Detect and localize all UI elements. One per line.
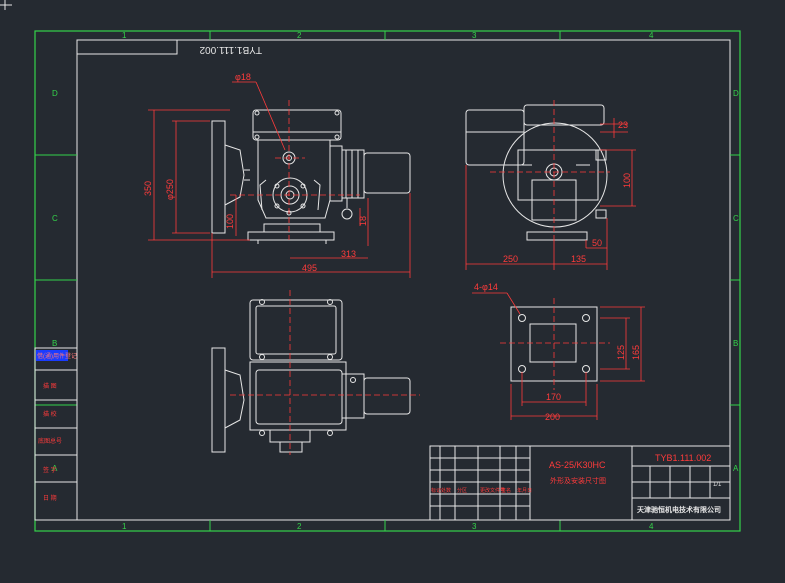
title-row-3: 更改文件号 [480,487,505,494]
mirrored-drawing-number: TYB1.111.002 [199,44,262,55]
col-label-3-bottom: 3 [472,522,477,531]
side-dimensions [465,118,636,270]
dim-width-inner: 313 [341,249,356,259]
col-label-3: 3 [472,31,477,40]
strip-label-4: 签 字 [43,466,57,474]
dim-side-width-right: 135 [571,254,586,264]
title-row-4: 签名 [501,487,511,494]
cursor-icon [0,0,12,10]
grid-columns [35,31,740,531]
col-label-1-bottom: 1 [122,522,127,531]
model-number: AS-25/K30HC [549,460,606,470]
mirrored-number-box [76,39,178,55]
title-row-1: 处数 [441,487,451,494]
top-centerlines [230,290,420,455]
col-label-4: 4 [649,31,654,40]
dim-base-holes: 4-φ14 [474,282,498,292]
strip-label-1: 描 图 [43,382,57,390]
row-label-d-right: D [733,89,739,98]
strip-label-2: 描 校 [43,410,57,418]
dim-side-bottom: 50 [592,238,602,248]
dim-base-inner-w: 170 [546,392,561,402]
row-label-c-right: C [733,214,739,223]
outer-frame [34,30,741,532]
strip-label-3: 底图总号 [38,437,62,445]
left-strip-table [34,347,78,521]
strip-highlight [36,350,68,361]
strip-label-5: 日 期 [43,494,57,502]
side-view [465,104,608,241]
front-view [211,109,411,244]
dim-side-height: 100 [622,173,632,188]
col-label-2: 2 [297,31,302,40]
row-label-b: B [52,339,57,348]
top-view [211,299,411,453]
base-dim-labels: 4-φ14 170 200 125 165 [474,282,641,422]
strip-label-0: 借(通)用件登记 [37,352,77,360]
drawing-subtitle: 外形及安装尺寸图 [550,476,606,485]
row-label-a: A [52,464,58,473]
dim-width-total: 495 [302,263,317,273]
side-centerlines [490,100,610,242]
front-dim-labels: φ18 350 φ250 100 18 313 495 [143,72,368,273]
title-row-5: 年月日 [517,487,532,494]
side-dim-labels: 23 100 250 135 50 [503,120,632,264]
base-dimensions [472,292,645,420]
col-label-1: 1 [122,31,127,40]
title-block [429,445,731,521]
drawing-number: TYB1.111.002 [655,453,711,463]
dim-base-outer-h: 165 [631,345,641,360]
dim-mid-height: 100 [225,214,235,229]
dim-side: 18 [358,216,368,226]
dim-top-hole: φ18 [235,72,251,82]
company-name: 天津驰恒机电技术有限公司 [637,505,721,514]
front-dimensions [148,81,411,278]
dim-side-top: 23 [618,120,628,130]
dim-base-inner-h: 125 [616,345,626,360]
col-label-2-bottom: 2 [297,522,302,531]
front-centerlines [230,100,360,240]
row-label-c: C [52,214,58,223]
row-label-b-right: B [733,339,738,348]
title-row-2: 分区 [457,487,467,494]
row-label-a-right: A [733,464,739,473]
row-label-d: D [52,89,58,98]
col-label-4-bottom: 4 [649,522,654,531]
dim-flange-dia: φ250 [165,179,175,200]
dim-base-outer-w: 200 [545,412,560,422]
title-row-0: 标记 [431,487,441,494]
dim-side-width-left: 250 [503,254,518,264]
dim-height: 350 [143,181,153,196]
sheet-number: 1/1 [713,482,722,488]
